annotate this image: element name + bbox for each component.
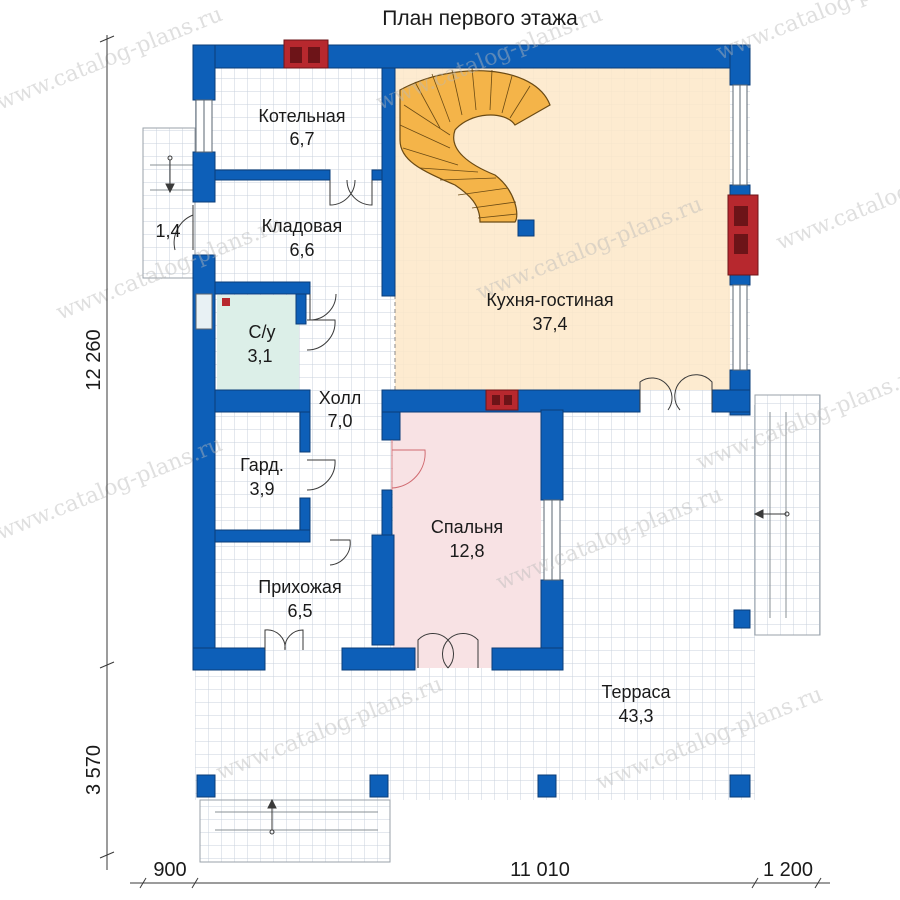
step-arrows	[165, 155, 790, 835]
room-area: 3,9	[249, 479, 274, 499]
room-area: 7,0	[327, 411, 352, 431]
room-name: Гард.	[240, 455, 284, 475]
terrace-side-steps	[754, 394, 821, 636]
dimension-height-terrace: 3 570	[83, 745, 105, 795]
windows	[195, 84, 748, 581]
room-area: 3,1	[247, 346, 272, 366]
staircase	[399, 67, 551, 237]
floor-fills	[142, 45, 821, 863]
dimensions	[99, 35, 830, 889]
room-name: Прихожая	[258, 577, 341, 597]
dimension-height-main: 12 260	[83, 329, 105, 390]
room-labels: Котельная 6,7 Кладовая 6,6 С/у 3,1 Холл …	[155, 106, 671, 726]
room-area: 6,5	[287, 601, 312, 621]
room-area: 43,3	[618, 706, 653, 726]
room-name: Котельная	[258, 106, 345, 126]
room-area: 6,6	[289, 240, 314, 260]
room-name: Спальня	[431, 517, 503, 537]
chimneys	[222, 39, 759, 411]
dimension-width-main: 11 010	[510, 859, 570, 881]
middle-chimney	[485, 389, 519, 411]
room-name: Терраса	[601, 682, 671, 702]
room-name: С/у	[249, 322, 276, 342]
bedroom-floor	[393, 410, 541, 668]
watermark: www.catalog-plans.ru	[713, 0, 900, 66]
watermark: www.catalog-plans.ru	[0, 432, 226, 546]
side-porch-steps	[142, 127, 196, 279]
room-name: Холл	[319, 388, 361, 408]
room-area: 12,8	[449, 541, 484, 561]
porch-area: 1,4	[155, 221, 180, 241]
dimension-width-right: 1 200	[763, 859, 813, 881]
bathroom-floor	[217, 295, 299, 390]
watermark: www.catalog-plans.ru	[773, 142, 900, 256]
dimension-width-left: 900	[153, 859, 186, 881]
doors	[173, 179, 713, 669]
room-area: 37,4	[532, 314, 567, 334]
plan-title: План первого этажа	[382, 7, 578, 30]
room-name: Кухня-гостиная	[486, 290, 613, 310]
watermark: www.catalog-plans.ru	[0, 2, 226, 116]
room-name: Кладовая	[262, 216, 343, 236]
room-area: 6,7	[289, 129, 314, 149]
dimension-labels: 12 260 3 570 900 11 010 1 200	[83, 329, 813, 881]
terrace-front-steps	[199, 799, 391, 863]
